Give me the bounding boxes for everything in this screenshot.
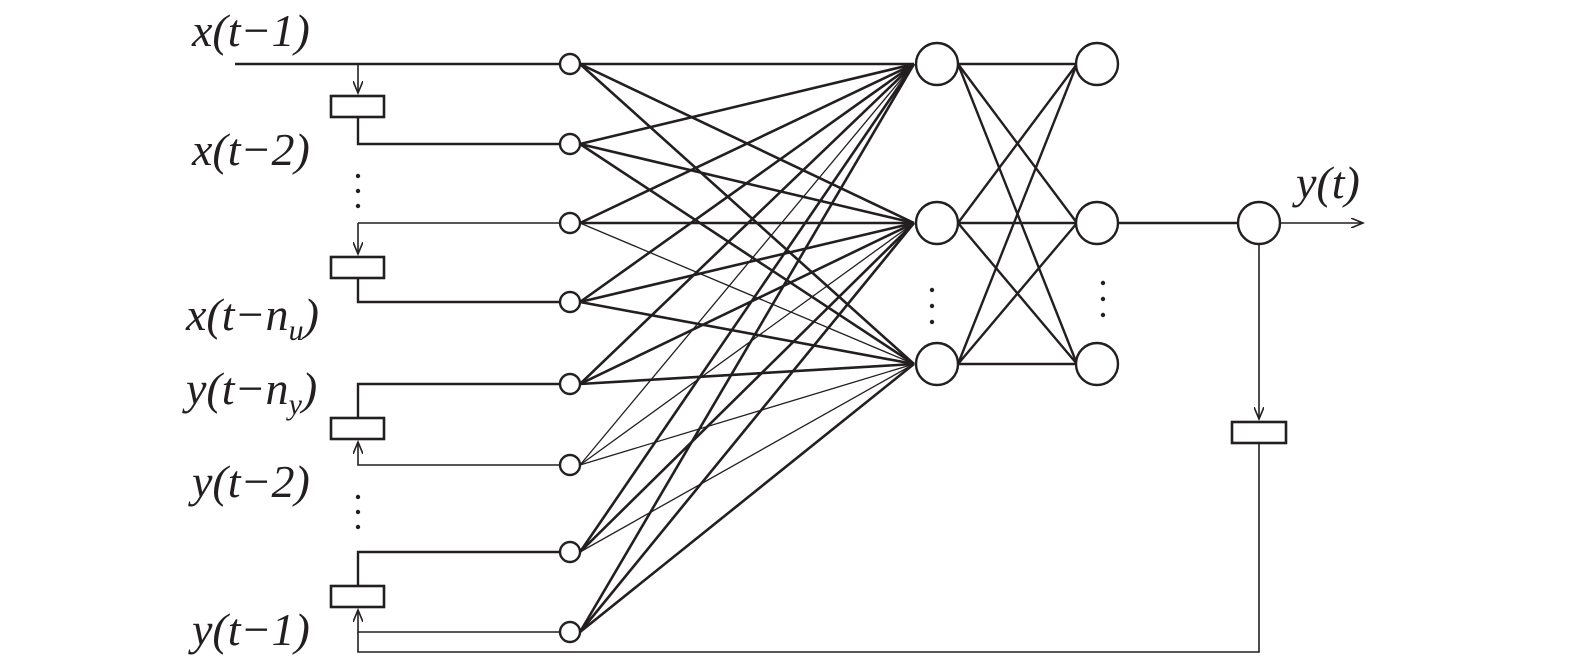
input-label-x-nu-base: x(t−n	[185, 289, 289, 340]
hidden2-node-3	[1074, 341, 1120, 387]
input-label-y-ny-base: y(t−n	[182, 363, 289, 414]
input-layer	[558, 52, 582, 644]
delay-box-x1	[329, 94, 386, 119]
edge-input4-hidden2	[579, 221, 915, 304]
output-label-y-t: y(t)	[1292, 157, 1360, 208]
edge-input2-hidden1	[579, 62, 915, 146]
input-node-6	[558, 453, 582, 477]
input-label-y-t-minus-1: y(t−1)	[188, 604, 310, 655]
input-label-y-ny-close: )	[299, 363, 317, 414]
input-label-x-t-minus-1: x(t−1)	[191, 5, 310, 56]
edge-input3-hidden1	[579, 62, 915, 225]
hidden1-node-3	[914, 341, 960, 387]
edge-input5-hidden3	[579, 362, 915, 386]
input-node-4	[558, 290, 582, 314]
hidden2-node-1	[1074, 41, 1120, 87]
input-node-1	[558, 52, 582, 76]
edge-input4-hidden1	[579, 62, 915, 304]
input-label-x-t-minus-nu: x(t−nu)	[185, 289, 319, 347]
edge-input7-hidden2	[579, 222, 915, 553]
delay-box-y1	[329, 416, 386, 441]
input-node-8	[558, 620, 582, 644]
input-node-7	[558, 540, 582, 564]
input-label-x-nu-subscript: u	[289, 314, 304, 347]
hidden2-node-2	[1074, 200, 1120, 246]
edge-input5-hidden1	[579, 63, 915, 385]
input-node-2	[558, 132, 582, 156]
input-node-5	[558, 372, 582, 396]
edge-input4-hidden3	[579, 300, 915, 366]
edge-input8-hidden1	[578, 63, 916, 633]
hidden1-node-1	[914, 41, 960, 87]
delay-box-output	[1230, 420, 1288, 445]
input-label-y-t-minus-2: y(t−2)	[188, 456, 310, 507]
input-label-x-t-minus-2: x(t−2)	[191, 124, 310, 175]
output-connections	[1118, 223, 1363, 445]
edge-input6-hidden2	[579, 222, 915, 466]
input-label-y-ny-subscript: y	[286, 388, 303, 421]
delay-box-y2	[329, 584, 386, 609]
edge-input6-hidden1	[579, 63, 915, 466]
edge-input3-hidden3	[579, 222, 915, 365]
edge-input7-hidden1	[578, 63, 916, 553]
y-delay-line	[329, 382, 1260, 653]
edge-input5-hidden2	[579, 221, 915, 386]
edge-input8-hidden2	[578, 222, 916, 633]
input-label-y-t-minus-ny: y(t−ny)	[182, 363, 317, 421]
edge-input1-hidden3	[579, 63, 915, 365]
hidden1-node-2	[914, 200, 960, 246]
input-hidden-connections	[578, 62, 916, 634]
edge-input6-hidden3	[579, 363, 915, 466]
edge-input2-hidden3	[579, 142, 915, 366]
edge-input7-hidden3	[579, 363, 915, 553]
hidden-layer-1	[914, 41, 960, 387]
hidden-layer-2	[1074, 41, 1120, 387]
edge-input8-hidden3	[579, 362, 915, 634]
input-label-x-nu-close: )	[301, 289, 319, 340]
input-node-3	[558, 211, 582, 235]
ellipsis-dots	[355, 173, 1106, 530]
delay-box-x2	[329, 255, 386, 280]
output-node	[1236, 200, 1282, 246]
x-delay-line	[235, 62, 560, 304]
hidden-hidden-connections	[956, 62, 1079, 366]
